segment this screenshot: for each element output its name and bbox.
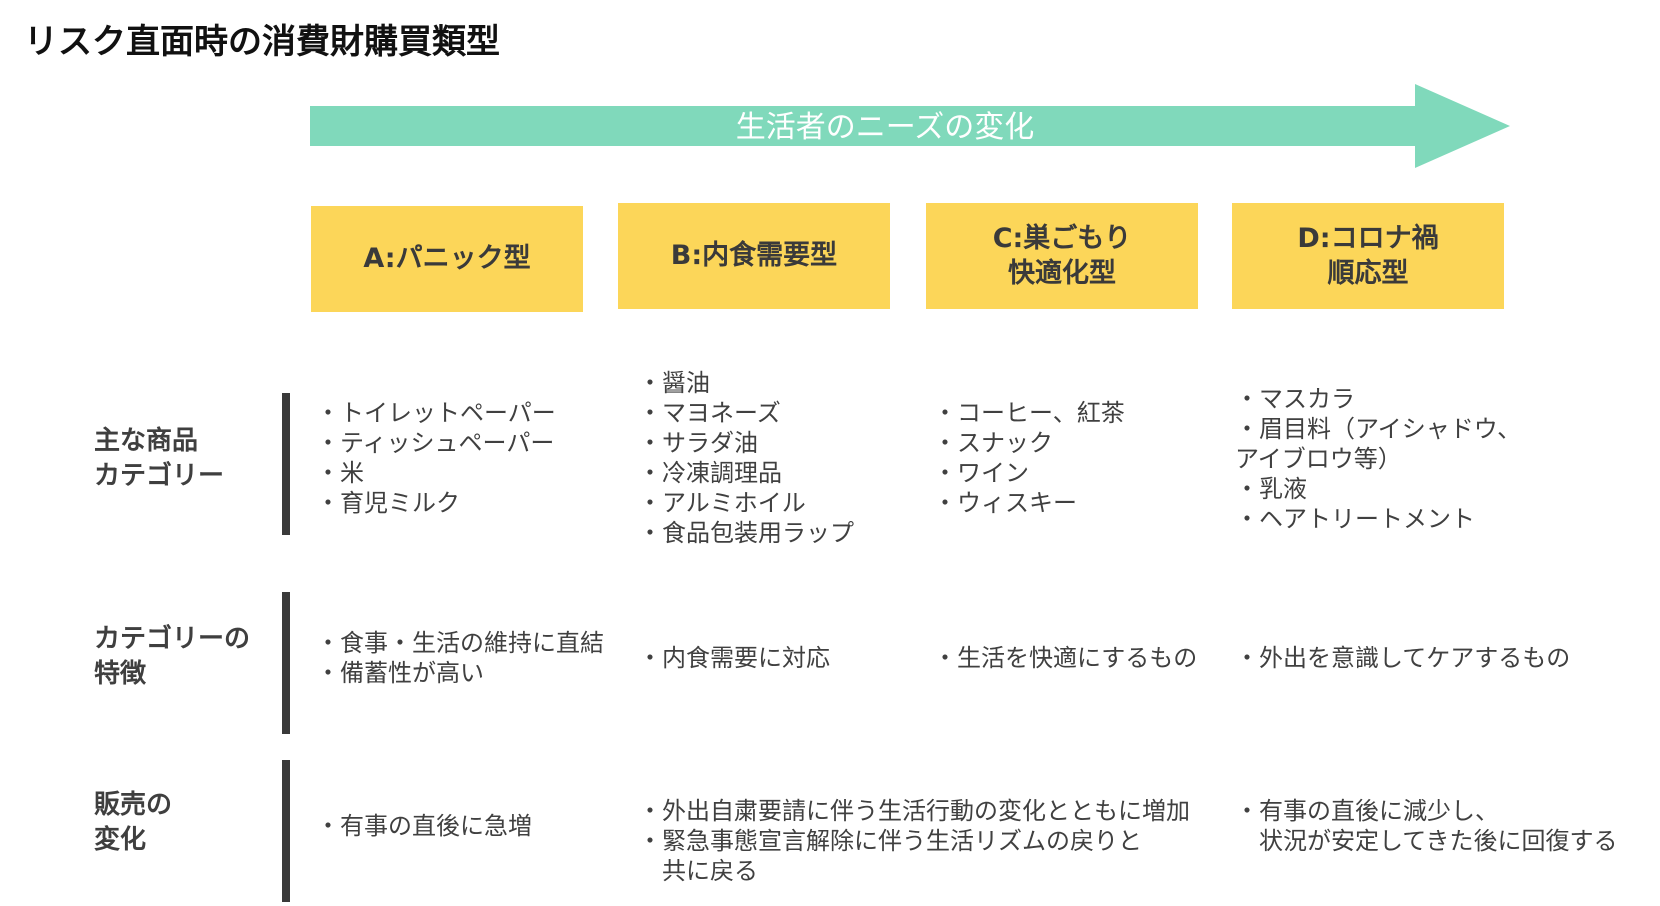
arrow-shape xyxy=(310,84,1510,168)
type-box-d: D:コロナ禍 順応型 xyxy=(1232,203,1504,309)
arrow-label: 生活者のニーズの変化 xyxy=(735,110,1035,145)
cell-features-d: ・外出を意識してケアするもの xyxy=(1235,644,1571,672)
type-box-b: B:内食需要型 xyxy=(618,203,890,309)
cell-categories-c: ・コーヒー、紅茶 ・スナック ・ワイン ・ウィスキー xyxy=(933,399,1125,517)
needs-change-arrow xyxy=(310,84,1510,168)
row-bar-categories xyxy=(282,393,290,535)
row-label-features: カテゴリーの 特徴 xyxy=(94,624,251,690)
row-label-categories: 主な商品 カテゴリー xyxy=(94,426,225,492)
cell-sales-bc: ・外出自粛要請に伴う生活行動の変化とともに増加 ・緊急事態宣言解除に伴う生活リズ… xyxy=(638,797,1190,885)
cell-categories-d: ・マスカラ ・眉目料（アイシャドウ、 アイブロウ等） ・乳液 ・ヘアトリートメン… xyxy=(1235,385,1522,533)
row-bar-sales xyxy=(282,760,290,902)
row-label-sales: 販売の 変化 xyxy=(94,790,173,856)
cell-features-a: ・食事・生活の維持に直結 ・備蓄性が高い xyxy=(316,629,604,687)
row-bar-features xyxy=(282,592,290,734)
page-title: リスク直面時の消費財購買類型 xyxy=(24,22,500,62)
cell-features-c: ・生活を快適にするもの xyxy=(933,644,1198,672)
cell-features-b: ・内食需要に対応 xyxy=(638,644,830,672)
cell-sales-d: ・有事の直後に減少し、 状況が安定してきた後に回復する xyxy=(1235,797,1618,855)
type-box-a: A:パニック型 xyxy=(311,206,583,312)
cell-sales-a: ・有事の直後に急増 xyxy=(316,812,532,840)
type-box-c: C:巣ごもり 快適化型 xyxy=(926,203,1198,309)
cell-categories-b: ・醤油 ・マヨネーズ ・サラダ油 ・冷凍調理品 ・アルミホイル ・食品包装用ラッ… xyxy=(638,369,854,547)
cell-categories-a: ・トイレットペーパー ・ティッシュペーパー ・米 ・育児ミルク xyxy=(316,399,556,517)
